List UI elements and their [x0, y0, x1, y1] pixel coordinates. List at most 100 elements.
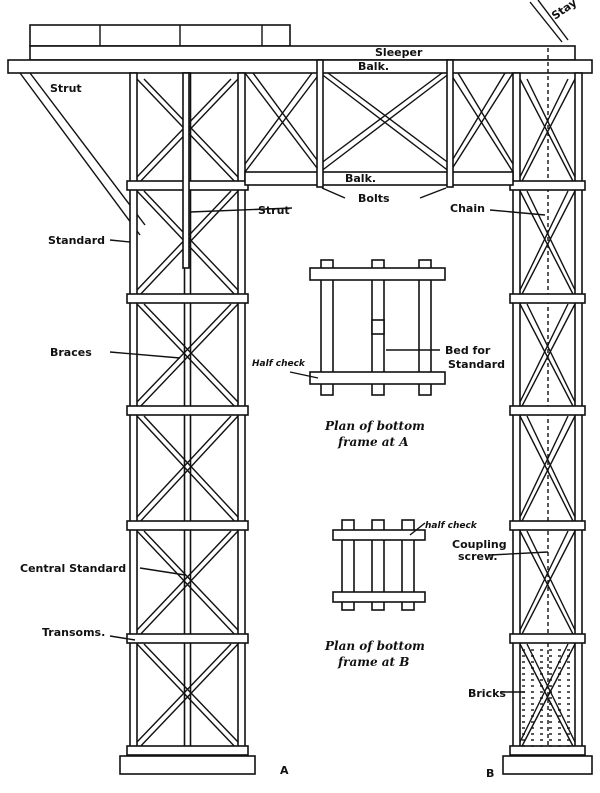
transom	[126, 520, 249, 531]
bolt-post	[316, 59, 324, 188]
label-strut-left: Strut	[50, 82, 82, 95]
label-standard: Standard	[48, 234, 105, 247]
stay	[529, 1, 563, 43]
label-transoms: Transoms.	[42, 626, 105, 639]
brace	[526, 78, 576, 178]
leader	[489, 209, 546, 216]
brace	[449, 72, 506, 165]
brace	[526, 190, 576, 291]
label-central-standard: Central Standard	[20, 562, 126, 575]
structure	[7, 0, 593, 775]
label-sleeper: Sleeper	[375, 46, 423, 59]
plan-a-standard	[418, 259, 432, 396]
brace	[136, 303, 232, 403]
transom	[509, 745, 586, 756]
bolt-post	[446, 59, 454, 188]
bed-for-standard	[371, 319, 385, 335]
leader	[489, 551, 549, 556]
brace	[519, 78, 569, 178]
brace	[136, 303, 239, 411]
plan-b-frame	[332, 591, 426, 603]
plan-b-standard	[401, 519, 415, 611]
base-plate	[119, 755, 256, 775]
caption-plan-b-line2: frame at B	[337, 655, 409, 669]
brace	[136, 415, 232, 518]
leader	[109, 351, 181, 359]
transom	[126, 633, 249, 644]
brace	[244, 72, 321, 173]
transom	[126, 745, 249, 756]
label-half-check-b: half check	[425, 521, 478, 531]
plan-b-frame	[332, 529, 426, 541]
brace	[449, 72, 514, 173]
label-braces: Braces	[50, 346, 92, 359]
brace	[519, 303, 569, 403]
leader	[109, 635, 136, 641]
transom	[509, 180, 586, 191]
brace	[319, 72, 451, 173]
brace	[519, 415, 576, 526]
label-balk-lower: Balk.	[345, 172, 376, 185]
brace	[136, 530, 239, 639]
sleeper	[29, 45, 576, 61]
leader	[139, 567, 186, 576]
brace	[519, 190, 576, 299]
brace	[519, 530, 576, 639]
brace	[327, 72, 451, 165]
base-plate	[502, 755, 593, 775]
bolts-arrow	[321, 187, 346, 199]
label-point-a: A	[280, 764, 289, 777]
brace	[136, 530, 232, 631]
brace	[519, 643, 576, 751]
brace	[519, 643, 569, 743]
brace	[319, 72, 443, 165]
label-point-b: B	[486, 767, 494, 780]
strut-left	[19, 72, 141, 236]
railing	[29, 24, 291, 47]
brace	[244, 72, 313, 165]
transom	[509, 520, 586, 531]
plan-a-standard	[320, 259, 334, 396]
bolts-arrow	[419, 187, 447, 199]
brace	[136, 643, 232, 743]
brace	[519, 415, 569, 518]
brace	[136, 415, 239, 526]
caption-plan-a-line1: Plan of bottom	[324, 419, 425, 433]
leader	[189, 207, 293, 213]
label-bolts: Bolts	[358, 192, 390, 205]
caption-plan-a-line2: frame at A	[337, 435, 409, 449]
brace	[519, 530, 569, 631]
transom	[126, 293, 249, 304]
brace	[457, 72, 514, 165]
label-balk-top: Balk.	[358, 60, 389, 73]
plan-b-standard	[371, 519, 385, 611]
brace	[526, 303, 576, 403]
brace	[526, 415, 576, 518]
plan-b-standard	[341, 519, 355, 611]
brace	[526, 530, 576, 631]
brace	[136, 643, 239, 751]
transom	[509, 293, 586, 304]
labels: Stay Sleeper Balk. Balk. Bolts Strut Str…	[20, 0, 579, 780]
brace	[526, 643, 576, 743]
leader	[109, 239, 131, 243]
plan-a-frame	[309, 267, 446, 281]
label-stay: Stay	[549, 0, 579, 22]
brace	[519, 78, 576, 186]
label-chain: Chain	[450, 202, 485, 215]
label-half-check-a: Half check	[252, 359, 306, 369]
label-strut-center: Strut	[258, 204, 290, 217]
label-coupling-screw-2: screw.	[458, 550, 498, 563]
brace	[519, 303, 576, 411]
transom	[509, 405, 586, 416]
transom	[126, 405, 249, 416]
brace	[252, 72, 321, 165]
caption-plan-b-line1: Plan of bottom	[324, 639, 425, 653]
strut-left	[29, 72, 146, 226]
leader	[289, 371, 319, 379]
leader	[409, 522, 426, 536]
plan-a-frame	[309, 371, 446, 385]
label-bed-for-standard-2: Standard	[448, 358, 505, 371]
strut-center	[182, 72, 190, 269]
